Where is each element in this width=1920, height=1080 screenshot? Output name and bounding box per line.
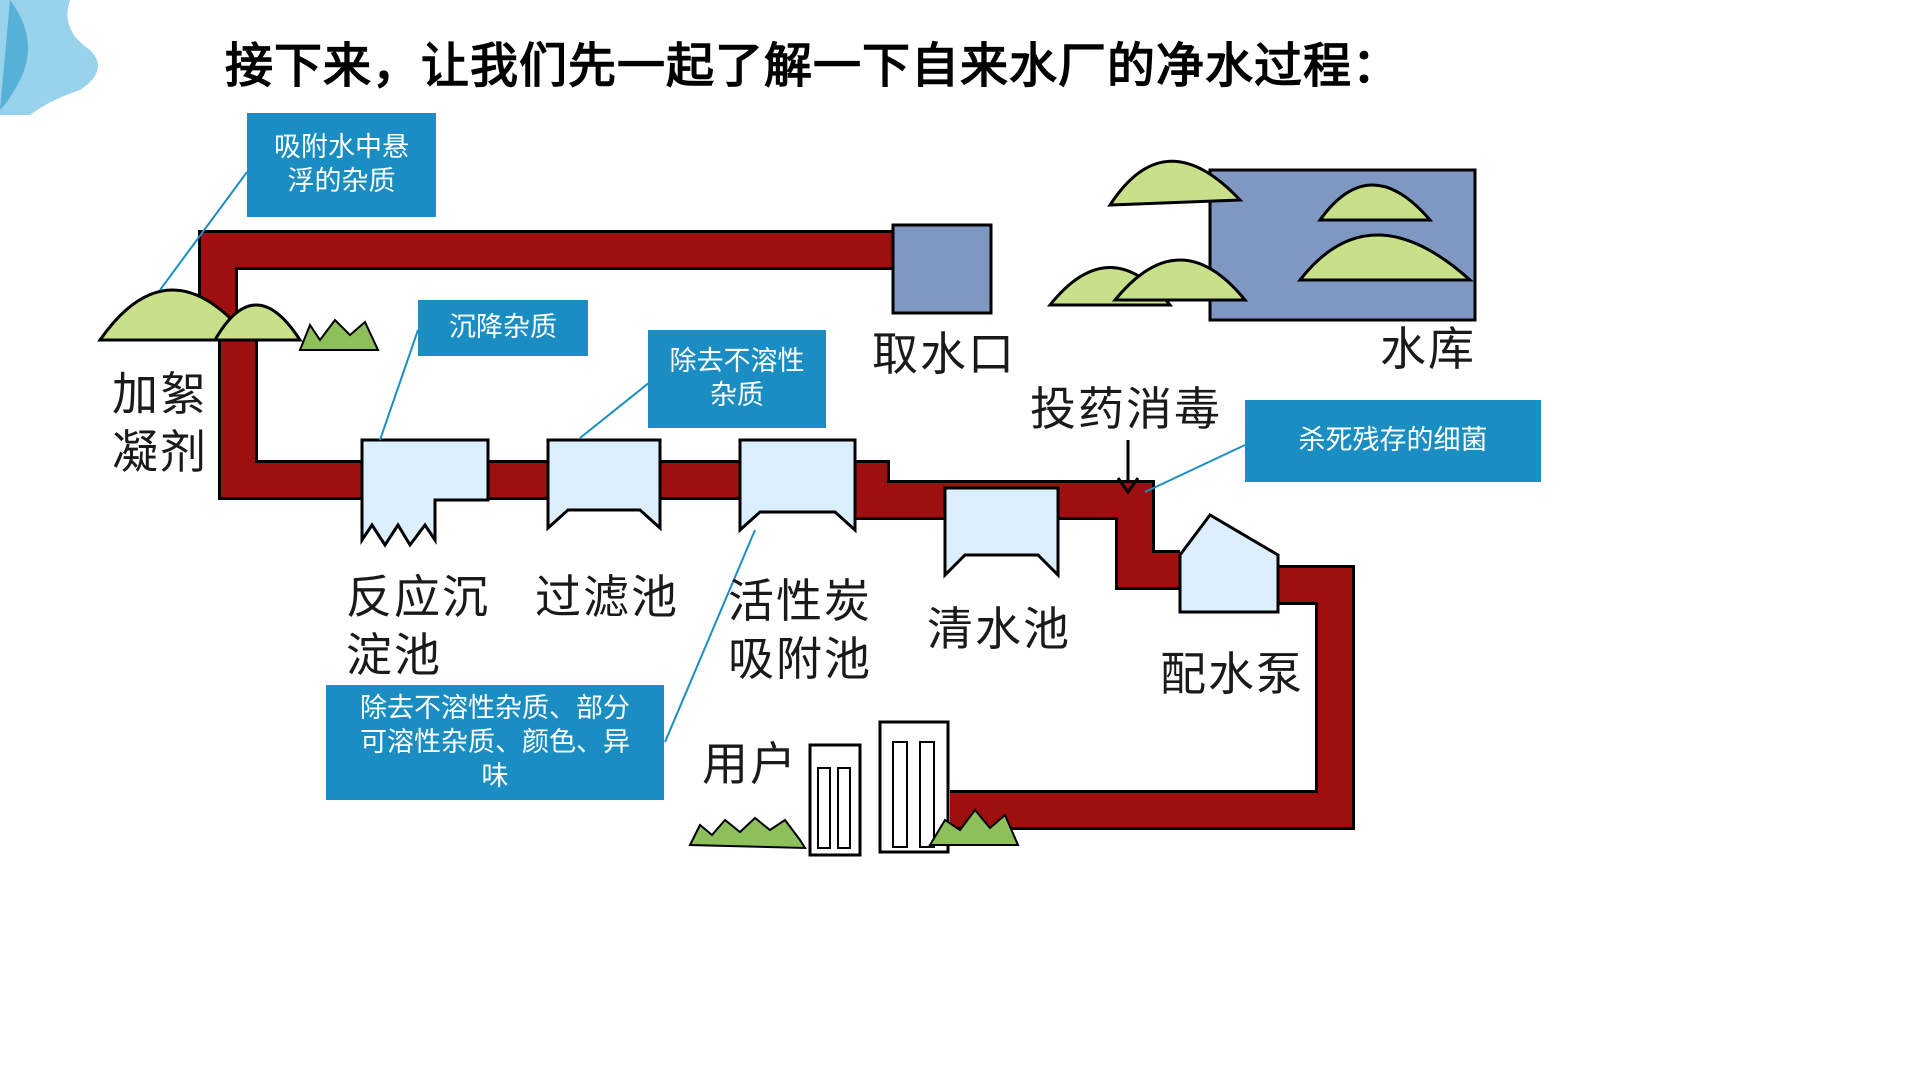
water-purification-diagram <box>97 159 1477 857</box>
corner-decoration <box>0 0 98 115</box>
filter-tank <box>546 438 662 532</box>
callout-lines <box>159 171 1246 743</box>
label-settling-tank: 反应沉 淀池 <box>346 570 490 682</box>
label-pump: 配水泵 <box>1160 647 1304 701</box>
pump-house <box>1178 513 1280 614</box>
label-reservoir: 水库 <box>1380 322 1476 376</box>
page-title: 接下来，让我们先一起了解一下自来水厂的净水过程： <box>225 38 1402 94</box>
label-intake: 取水口 <box>872 327 1016 381</box>
label-coagulant: 加絮 凝剂 <box>112 367 208 479</box>
settling-tank <box>360 438 490 548</box>
label-disinfect: 投药消毒 <box>1030 382 1222 436</box>
label-clear-water-tank: 清水池 <box>927 602 1071 656</box>
label-filter-tank: 过滤池 <box>535 570 679 624</box>
clear-water-tank <box>943 486 1060 579</box>
users-buildings <box>688 720 1020 857</box>
callout-remove-insoluble: 除去不溶性 杂质 <box>648 330 826 428</box>
callout-kill-bacteria: 杀死残存的细菌 <box>1245 400 1541 482</box>
callout-settle: 沉降杂质 <box>418 300 588 356</box>
disinfect-arrow <box>1116 440 1140 495</box>
intake-box <box>891 223 993 315</box>
callout-adsorb: 吸附水中悬 浮的杂质 <box>247 113 436 217</box>
left-hills <box>97 288 380 351</box>
label-users: 用户 <box>702 737 798 791</box>
reservoir <box>1046 159 1477 322</box>
label-carbon-tank: 活性炭 吸附池 <box>728 574 872 686</box>
carbon-tank <box>738 438 857 534</box>
callout-carbon: 除去不溶性杂质、部分 可溶性杂质、颜色、异 味 <box>326 685 664 800</box>
